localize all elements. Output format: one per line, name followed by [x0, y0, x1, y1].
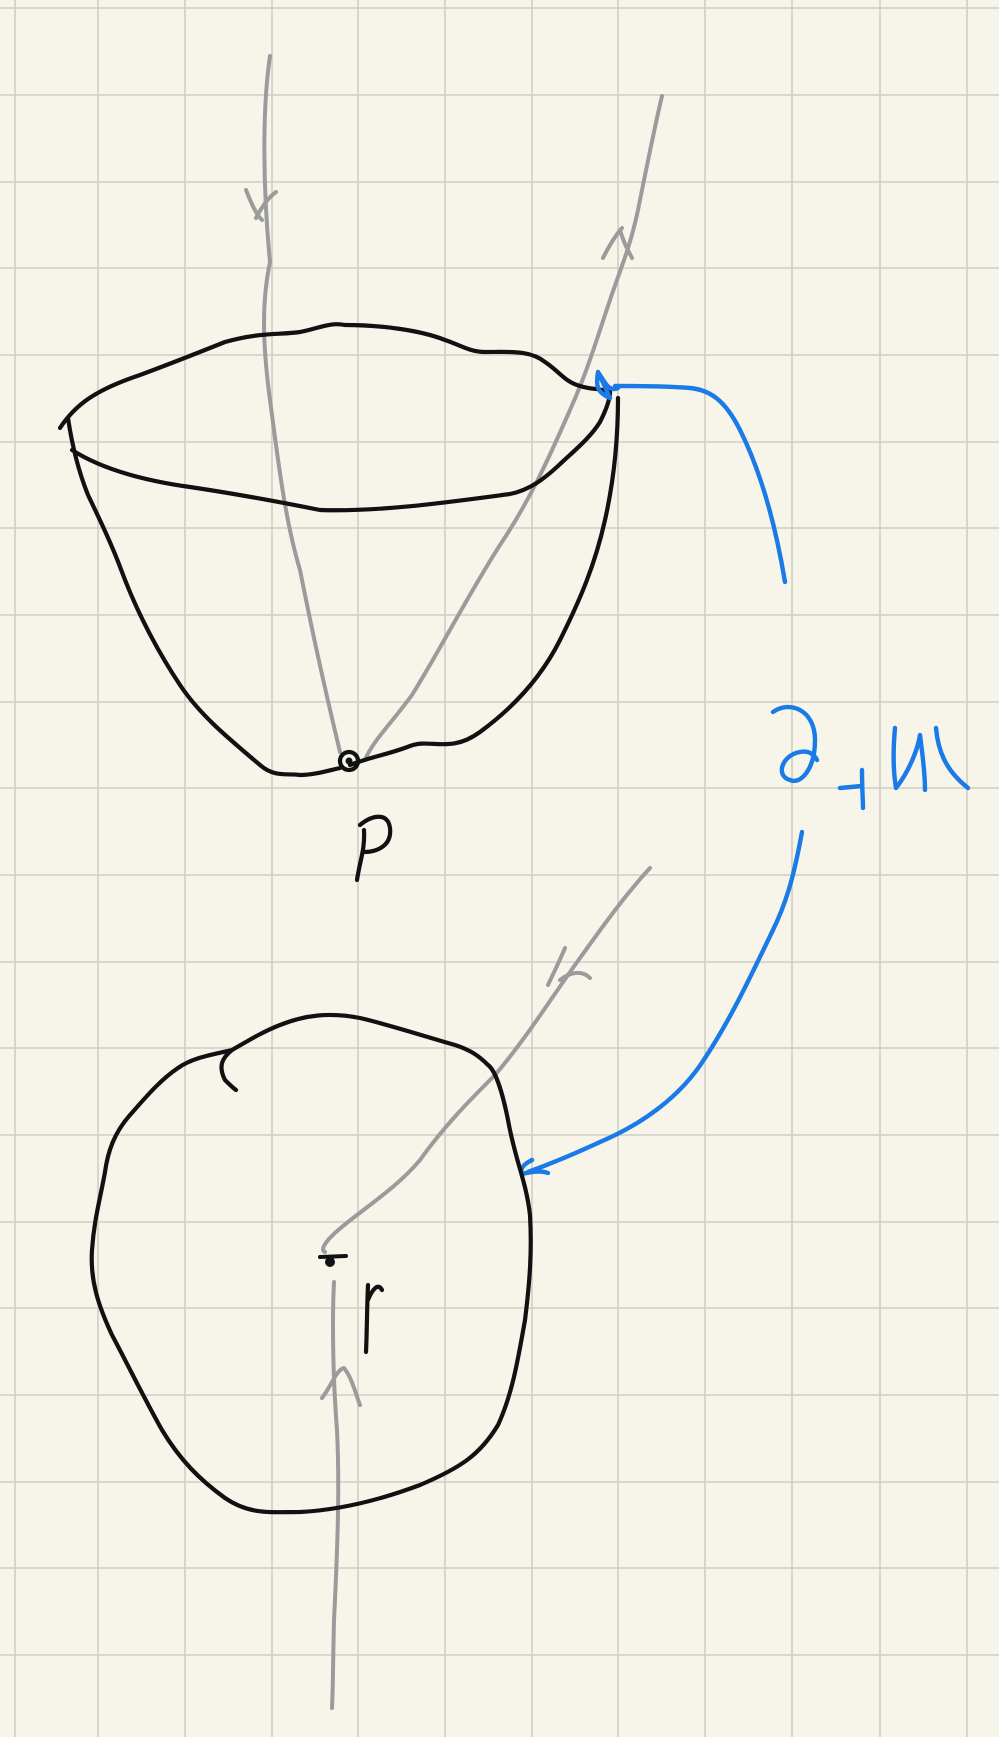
top-line-right	[363, 94, 664, 762]
point-p-dot	[337, 749, 361, 773]
point-r-mark	[318, 1254, 348, 1259]
point-r-dot	[325, 1257, 335, 1267]
bottom-figure	[89, 866, 652, 1710]
label-p: p	[372, 879, 373, 881]
bottom-line-upper-hook	[546, 946, 592, 987]
blue-arrow-top-head	[594, 369, 621, 401]
top-line-left-hook	[244, 188, 278, 222]
bowl-left-side	[65, 415, 343, 778]
bottom-line-upper	[321, 866, 652, 1254]
label-r: r	[370, 1338, 371, 1341]
bottom-line-lower	[330, 1280, 341, 1710]
label-p-glyph	[354, 814, 393, 883]
plus-sub-glyph	[837, 767, 866, 811]
partial-glyph	[770, 705, 820, 784]
label-r-glyph	[363, 1282, 385, 1355]
label-boundary-glyph	[770, 705, 971, 811]
bottom-line-lower-hook	[320, 1366, 362, 1407]
top-line-left	[262, 54, 342, 754]
bowl-rim-bottom	[69, 389, 613, 513]
bowl-rim-top	[57, 322, 613, 431]
top-line-right-hook	[601, 226, 634, 260]
blue-arrow-top	[612, 383, 788, 585]
top-figure	[57, 54, 664, 778]
label-boundary: ∂₊U	[880, 759, 882, 761]
blue-arrow-bottom	[525, 829, 805, 1175]
point-p-center	[345, 757, 353, 765]
u-glyph	[891, 725, 971, 793]
circle-region	[89, 1012, 533, 1515]
bowl-right-side	[347, 395, 621, 768]
